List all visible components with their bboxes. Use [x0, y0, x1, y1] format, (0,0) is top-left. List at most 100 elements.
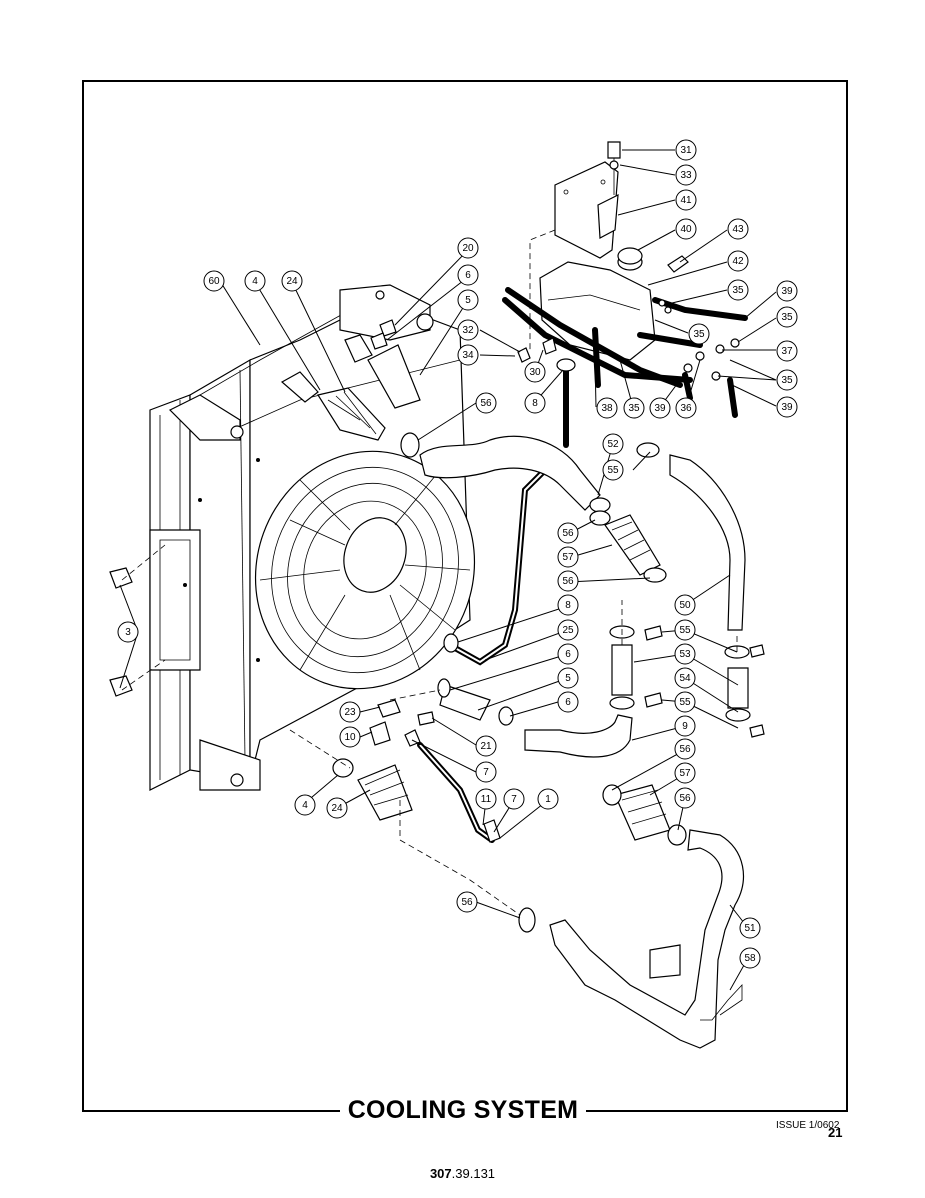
callout-circle: [537, 788, 559, 810]
callout-label: 51: [744, 923, 756, 934]
callout-circle: [457, 319, 479, 341]
callout-label: 55: [679, 625, 691, 636]
callout-label: 35: [781, 375, 793, 386]
callout-55: 55: [602, 459, 624, 481]
callout-label: 35: [628, 403, 640, 414]
callout-label: 42: [732, 256, 744, 267]
callout-label: 5: [565, 673, 571, 684]
page-title: COOLING SYSTEM: [340, 1094, 586, 1126]
callout-label: 52: [607, 439, 619, 450]
callout-circle: [675, 218, 697, 240]
callout-label: 30: [529, 367, 541, 378]
callout-33: 33: [675, 164, 697, 186]
callout-56: 56: [674, 738, 696, 760]
callout-label: 23: [344, 707, 356, 718]
callout-39: 39: [649, 397, 671, 419]
callout-circle: [457, 289, 479, 311]
callout-label: 56: [461, 897, 473, 908]
callout-7: 7: [475, 761, 497, 783]
callout-circle: [557, 522, 579, 544]
callout-label: 39: [654, 403, 666, 414]
callout-8: 8: [524, 392, 546, 414]
document-number-rest: .39.131: [451, 1166, 496, 1181]
callout-label: 7: [483, 767, 489, 778]
callout-label: 35: [732, 285, 744, 296]
callout-label: 54: [679, 673, 691, 684]
document-number-bold: 307: [429, 1166, 452, 1181]
callout-circle: [675, 189, 697, 211]
callout-35: 35: [688, 323, 710, 345]
callout-24: 24: [326, 797, 348, 819]
callout-circle: [457, 264, 479, 286]
callout-circle: [727, 218, 749, 240]
callout-41: 41: [675, 189, 697, 211]
callout-60: 60: [203, 270, 225, 292]
callout-39: 39: [776, 396, 798, 418]
document-number: 307.39.131: [380, 1166, 545, 1181]
callout-label: 4: [302, 800, 308, 811]
callout-circle: [557, 546, 579, 568]
callout-50: 50: [674, 594, 696, 616]
callout-label: 53: [679, 649, 691, 660]
callout-5: 5: [457, 289, 479, 311]
callout-circle: [776, 396, 798, 418]
callout-circle: [602, 459, 624, 481]
coolant-hoses: [280, 344, 749, 1049]
callout-9: 9: [674, 715, 696, 737]
callout-circle: [244, 270, 266, 292]
callout-circle: [623, 397, 645, 419]
callout-circle: [475, 788, 497, 810]
callout-circle: [524, 392, 546, 414]
callout-circle: [674, 738, 696, 760]
header-tank: [502, 141, 748, 418]
callout-21: 21: [475, 735, 497, 757]
callout-52: 52: [602, 433, 624, 455]
callout-label: 57: [679, 768, 691, 779]
callout-circle: [675, 164, 697, 186]
callout-label: 36: [680, 403, 692, 414]
callout-55: 55: [674, 619, 696, 641]
callout-label: 5: [465, 295, 471, 306]
callout-label: 43: [732, 224, 744, 235]
callout-circle: [776, 306, 798, 328]
callout-38: 38: [596, 397, 618, 419]
callout-35: 35: [776, 369, 798, 391]
callout-circle: [524, 361, 546, 383]
callout-57: 57: [557, 546, 579, 568]
callout-circle: [674, 691, 696, 713]
callout-circle: [596, 397, 618, 419]
callout-circle: [739, 917, 761, 939]
callout-circle: [294, 794, 316, 816]
callout-56: 56: [557, 570, 579, 592]
callout-4: 4: [244, 270, 266, 292]
callout-label: 3: [125, 627, 131, 638]
callout-label: 56: [562, 576, 574, 587]
callout-label: 34: [462, 350, 474, 361]
callout-circle: [475, 392, 497, 414]
clamps-and-fittings: [109, 319, 765, 933]
callout-label: 8: [565, 600, 571, 611]
callout-circle: [674, 619, 696, 641]
callout-circle: [557, 691, 579, 713]
callout-circle: [727, 279, 749, 301]
callout-circle: [674, 715, 696, 737]
callout-label: 35: [781, 312, 793, 323]
callout-circle: [557, 594, 579, 616]
callout-label: 8: [532, 398, 538, 409]
issue-label: ISSUE 1/0602: [776, 1120, 840, 1131]
callout-label: 10: [344, 732, 356, 743]
title-rule-left: [82, 1110, 344, 1112]
callout-circle: [674, 643, 696, 665]
callout-label: 7: [511, 794, 517, 805]
callout-label: 32: [462, 325, 474, 336]
callout-8: 8: [557, 594, 579, 616]
callout-label: 4: [252, 276, 258, 287]
callout-36: 36: [675, 397, 697, 419]
callout-circle: [557, 643, 579, 665]
callout-56: 56: [674, 787, 696, 809]
callout-5: 5: [557, 667, 579, 689]
callout-55: 55: [674, 691, 696, 713]
callout-label: 37: [781, 346, 793, 357]
callout-4: 4: [294, 794, 316, 816]
callout-6: 6: [557, 643, 579, 665]
